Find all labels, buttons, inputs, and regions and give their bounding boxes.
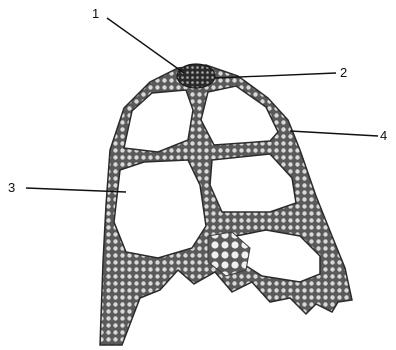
label-1: 1 [92, 6, 99, 21]
label-3: 3 [8, 180, 15, 195]
apical-cell-cluster [177, 64, 215, 88]
leader-line-4 [290, 131, 378, 136]
label-4: 4 [380, 128, 387, 143]
tissue-network [100, 65, 352, 345]
leader-line-1 [107, 18, 184, 73]
label-2: 2 [340, 65, 347, 80]
